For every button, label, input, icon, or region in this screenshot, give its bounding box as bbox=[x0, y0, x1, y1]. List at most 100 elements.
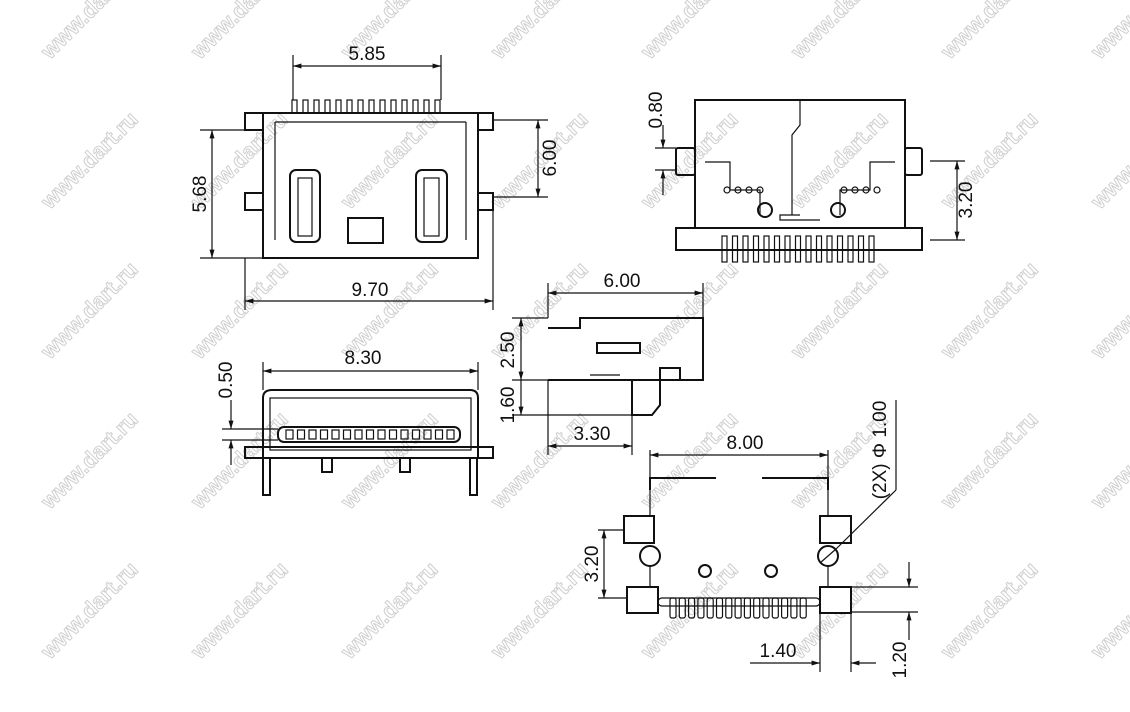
watermark-text: www.dart.ru bbox=[35, 257, 143, 365]
dim-front-width-total: 9.70 bbox=[352, 280, 389, 301]
dim-front-height-right: 6.00 bbox=[540, 140, 561, 177]
watermark-text: www.dart.ru bbox=[1085, 0, 1130, 64]
watermark-text: www.dart.ru bbox=[635, 0, 743, 64]
pin bbox=[412, 99, 419, 114]
pin-pad bbox=[706, 597, 714, 619]
dim-side-length: 6.00 bbox=[604, 271, 641, 292]
pin-pad bbox=[753, 597, 761, 619]
dim-side-height-lower: 1.60 bbox=[498, 387, 519, 424]
pin bbox=[302, 99, 309, 114]
pin bbox=[731, 235, 739, 263]
contact bbox=[319, 429, 329, 440]
contact-dot bbox=[873, 186, 881, 194]
watermark-text: www.dart.ru bbox=[1085, 257, 1130, 365]
pin bbox=[401, 99, 408, 114]
contact bbox=[400, 429, 409, 440]
watermark-text: www.dart.ru bbox=[185, 407, 293, 515]
watermark-text: www.dart.ru bbox=[35, 0, 143, 64]
watermark-text: www.dart.ru bbox=[935, 107, 1043, 215]
pin bbox=[721, 235, 728, 263]
pin bbox=[763, 235, 770, 263]
contact-dot bbox=[723, 186, 731, 194]
contact-dot bbox=[745, 186, 753, 194]
watermark-text: www.dart.ru bbox=[635, 407, 743, 515]
pin-pad bbox=[669, 597, 677, 619]
dim-side-depth: 3.30 bbox=[574, 424, 611, 445]
contact bbox=[308, 429, 317, 440]
pin bbox=[857, 235, 865, 263]
dim-front-width-top: 5.85 bbox=[349, 44, 386, 65]
pin-pad bbox=[790, 597, 798, 619]
pin bbox=[368, 99, 375, 114]
watermark-text: www.dart.ru bbox=[635, 257, 743, 365]
contact bbox=[434, 429, 444, 440]
pin-pad bbox=[687, 597, 696, 619]
dim-bottom-width: 8.30 bbox=[345, 348, 382, 369]
pin-pad bbox=[725, 597, 733, 619]
contact bbox=[365, 429, 375, 440]
dim-rear-height: 3.20 bbox=[956, 182, 977, 219]
dim-front-height-left: 5.68 bbox=[190, 176, 211, 213]
pin bbox=[346, 99, 353, 114]
watermark-text: www.dart.ru bbox=[785, 107, 893, 215]
watermark-text: www.dart.ru bbox=[35, 557, 143, 665]
contact bbox=[354, 429, 363, 440]
contact-dot bbox=[851, 186, 859, 194]
watermark-text: www.dart.ru bbox=[1085, 107, 1130, 215]
pin bbox=[434, 99, 441, 114]
pin bbox=[784, 235, 791, 263]
watermark-text: www.dart.ru bbox=[335, 557, 443, 665]
dim-footprint-pad-height: 1.20 bbox=[890, 642, 911, 679]
watermark-text: www.dart.ru bbox=[35, 407, 143, 515]
pin-pad bbox=[697, 597, 705, 619]
front-view: 5.85 6.00 5.68 9.70 bbox=[190, 44, 561, 310]
pin-pad bbox=[762, 597, 770, 619]
watermark-text: www.dart.ru bbox=[335, 407, 443, 515]
dim-footprint-pad-width: 1.40 bbox=[760, 641, 797, 662]
side-view: 6.00 2.50 1.60 3.30 bbox=[498, 271, 704, 455]
pin-pad bbox=[715, 597, 724, 619]
pin bbox=[313, 99, 320, 114]
pin-pad bbox=[743, 597, 752, 619]
pin bbox=[324, 99, 331, 114]
contact bbox=[446, 429, 455, 440]
contact-dot bbox=[756, 186, 764, 194]
pin bbox=[805, 235, 812, 263]
watermark-text: www.dart.ru bbox=[1085, 557, 1130, 665]
pin bbox=[379, 99, 386, 114]
pin-pad bbox=[734, 597, 742, 619]
pin bbox=[423, 99, 430, 114]
bottom-view: 8.30 0.50 bbox=[216, 348, 494, 496]
footprint-view: 8.00 (2X) Φ 1.00 3.20 1.40 1.20 bbox=[582, 400, 918, 678]
watermark-text: www.dart.ru bbox=[35, 107, 143, 215]
pin bbox=[291, 99, 298, 114]
pin-pad bbox=[771, 597, 779, 619]
dim-side-height-upper: 2.50 bbox=[498, 332, 519, 369]
pin bbox=[390, 99, 397, 114]
contact-dot bbox=[734, 186, 742, 194]
pin-pad bbox=[799, 597, 807, 619]
pin bbox=[773, 235, 781, 263]
pin bbox=[847, 235, 854, 263]
pin bbox=[868, 235, 875, 263]
watermark-text: www.dart.ru bbox=[485, 0, 593, 64]
contact bbox=[377, 429, 386, 440]
watermark-text: www.dart.ru bbox=[185, 257, 293, 365]
watermark-text: www.dart.ru bbox=[185, 557, 293, 665]
pin-pad bbox=[678, 597, 686, 619]
pin bbox=[794, 235, 802, 263]
rear-view: 0.80 3.20 bbox=[646, 92, 977, 263]
dim-footprint-pitch: 8.00 bbox=[727, 433, 764, 454]
watermark-text: www.dart.ru bbox=[935, 0, 1043, 64]
dim-bottom-offset: 0.50 bbox=[216, 362, 237, 399]
pin-pad bbox=[780, 597, 789, 619]
watermark-text: www.dart.ru bbox=[785, 257, 893, 365]
watermark-text: www.dart.ru bbox=[485, 107, 593, 215]
contact-dot bbox=[862, 186, 870, 194]
watermark-text: www.dart.ru bbox=[785, 0, 893, 64]
pin bbox=[752, 235, 760, 263]
contact bbox=[411, 429, 421, 440]
pin bbox=[335, 99, 342, 114]
